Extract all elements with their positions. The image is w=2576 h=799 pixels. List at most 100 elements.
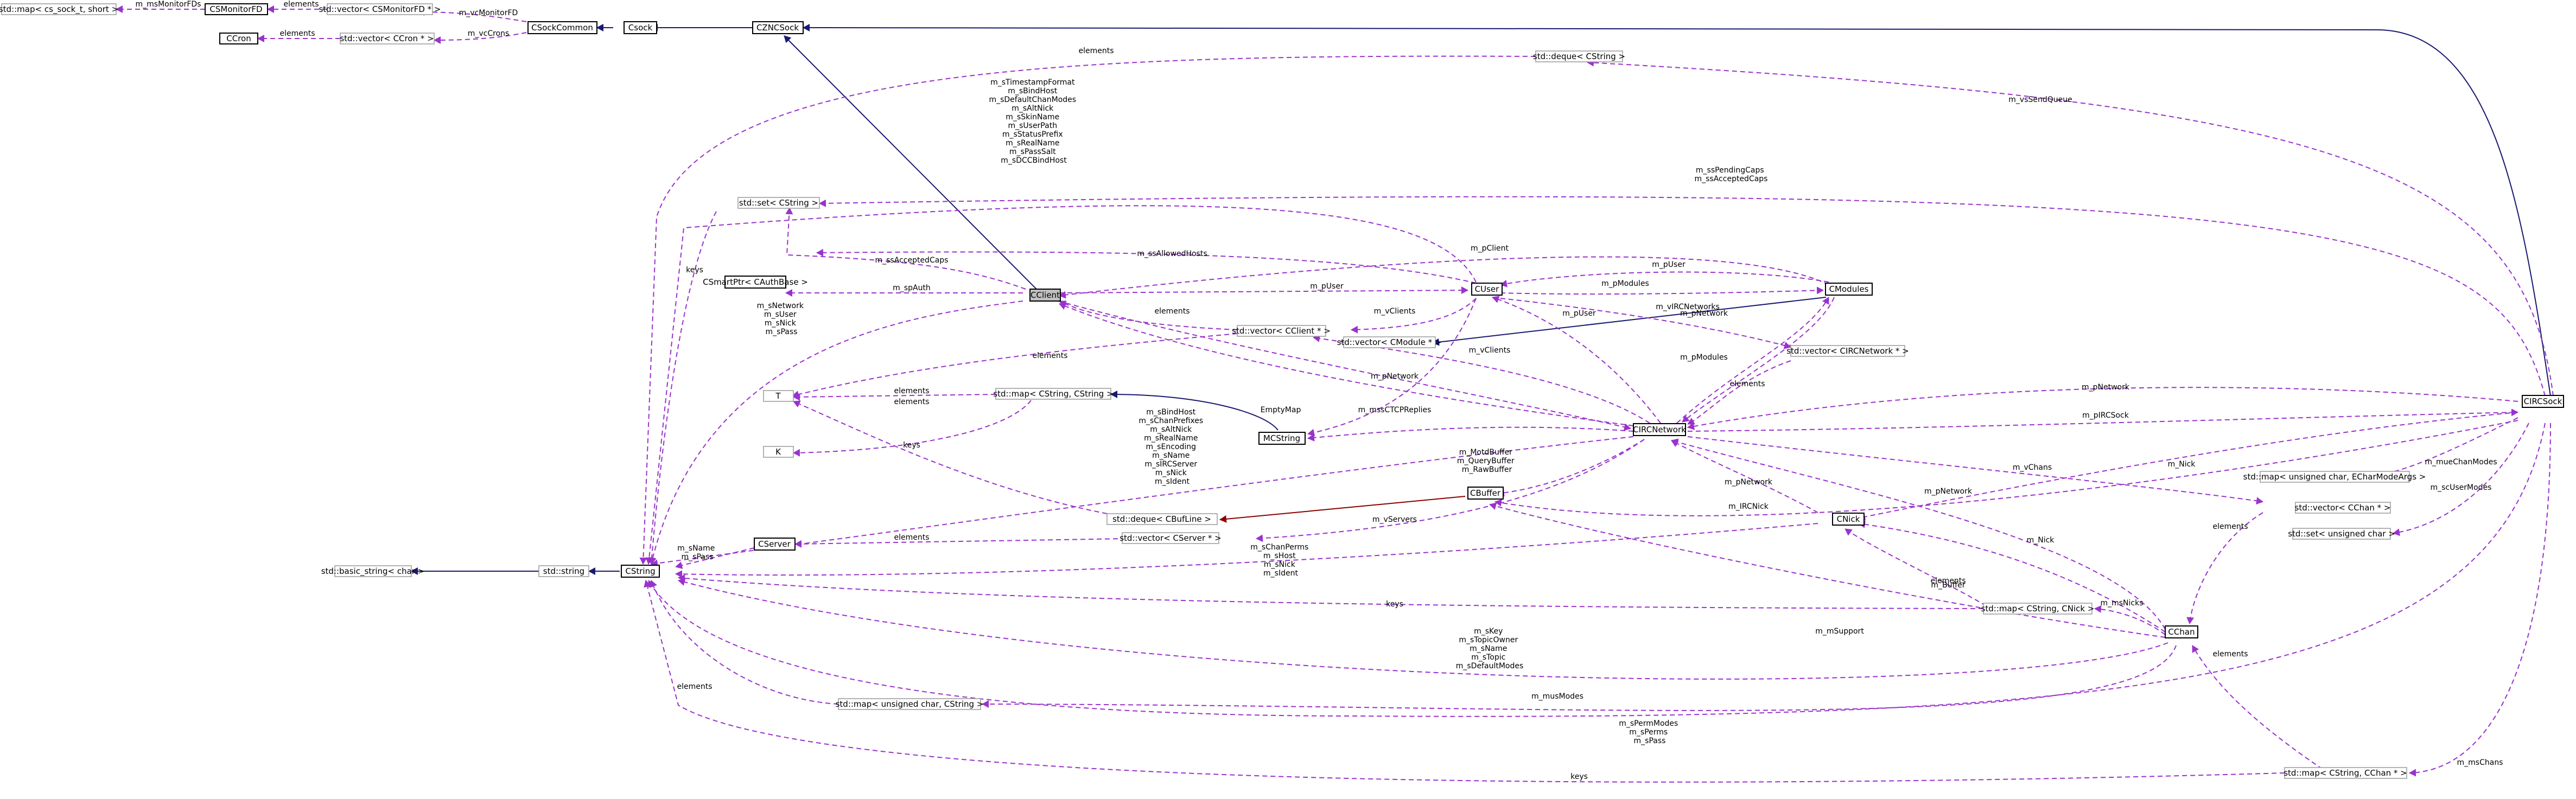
- edge-network-circsock: [1687, 408, 2518, 432]
- node-deque-cbufline[interactable]: std::deque< CBufLine >: [1106, 513, 1218, 525]
- label-vIRCNetworks: m_vIRCNetworks: [1656, 303, 1720, 311]
- node-map-cstring-cstring[interactable]: std::map< CString, CString >: [993, 388, 1114, 400]
- label-elements-4: elements: [1729, 380, 1765, 388]
- svg-text:std::vector< CModule * >: std::vector< CModule * >: [1337, 337, 1442, 347]
- svg-text:CZNCSock: CZNCSock: [756, 23, 799, 33]
- node-csmonitorfd[interactable]: CSMonitorFD: [205, 3, 268, 15]
- edge-cchan-network: [1671, 438, 2166, 630]
- edge-map-K: [793, 400, 1032, 457]
- label-pNetwork-4: m_pNetwork: [1725, 478, 1773, 487]
- label-pModules-1: m_pModules: [1601, 279, 1649, 288]
- node-T[interactable]: T: [763, 390, 794, 402]
- edge-circsock-cbuffer: [1494, 420, 2518, 516]
- edge-cuser-setcstring: [816, 248, 1477, 284]
- node-std-string[interactable]: std::string: [538, 565, 589, 577]
- label-elements-5: elements: [1032, 351, 1067, 360]
- node-K[interactable]: K: [763, 446, 794, 458]
- node-vec-cmodule[interactable]: std::vector< CModule * >: [1337, 336, 1442, 348]
- edge-mapchan-cstring: [644, 580, 2285, 783]
- label-IRCNick: m_IRCNick: [1728, 502, 1769, 511]
- node-cmodules[interactable]: CModules: [1825, 283, 1873, 296]
- node-ccron[interactable]: CCron: [219, 33, 258, 44]
- node-deque-cstring[interactable]: std::deque< CString >: [1533, 50, 1625, 62]
- label-csock-block: m_sTimestampFormat m_sBindHost m_sDefaul…: [989, 78, 1078, 165]
- edge-network-mcstring: [1307, 426, 1634, 442]
- label-keys-3: keys: [1386, 600, 1403, 609]
- svg-text:CBuffer: CBuffer: [1470, 488, 1501, 498]
- node-map-uchar-echarmode[interactable]: std::map< unsigned char, ECharModeArgs >: [2243, 471, 2426, 483]
- label-Nick: m_Nick: [2168, 460, 2196, 469]
- node-mcstring[interactable]: MCString: [1258, 432, 1306, 445]
- label-elements-7: elements: [894, 398, 929, 406]
- edge-network-cbuffer: [1497, 439, 1645, 497]
- node-vec-csmonitorfd[interactable]: std::vector< CSMonitorFD * >: [319, 3, 441, 15]
- svg-text:std::vector< CChan * >: std::vector< CChan * >: [2295, 503, 2391, 513]
- svg-text:std::map< CString, CChan * >: std::map< CString, CChan * >: [2284, 768, 2407, 778]
- svg-text:CServer: CServer: [758, 539, 791, 549]
- node-csock[interactable]: Csock: [624, 21, 657, 34]
- label-mueChanModes: m_mueChanModes: [2425, 458, 2497, 466]
- node-cbuffer[interactable]: CBuffer: [1467, 487, 1504, 500]
- node-map-uchar-cstring[interactable]: std::map< unsigned char, CString >: [836, 698, 984, 710]
- label-Buffer: m_Buffer: [1931, 581, 1965, 590]
- node-circnetwork[interactable]: CIRCNetwork: [1633, 423, 1686, 436]
- node-cnick[interactable]: CNick: [1832, 513, 1865, 526]
- node-csmartptr[interactable]: CSmartPtr< CAuthBase >: [703, 276, 808, 289]
- edge-network-cstring: [651, 436, 1634, 567]
- label-msNicks: m_msNicks: [2100, 599, 2143, 608]
- label-vServers: m_vServers: [1372, 515, 1417, 524]
- edge-circsock-network: [1687, 387, 2518, 430]
- label-pUser-1: m_pUser: [1652, 260, 1685, 269]
- label-vClients-2: m_vClients: [1469, 346, 1511, 355]
- label-spAuth: m_spAuth: [893, 284, 931, 292]
- label-pClient: m_pClient: [1471, 244, 1509, 253]
- node-set-cstring[interactable]: std::set< CString >: [737, 197, 820, 209]
- edge-cclient-setcstring: [785, 207, 1026, 290]
- label-vcCrons: m_vcCrons: [468, 29, 510, 38]
- label-pIRCSock: m_pIRCSock: [2082, 411, 2129, 420]
- node-vec-cserver[interactable]: std::vector< CServer * >: [1120, 532, 1222, 544]
- node-map-cs-sock[interactable]: std::map< cs_sock_t, short >: [0, 3, 118, 15]
- node-circsock[interactable]: CIRCSock: [2522, 395, 2564, 408]
- label-vChans: m_vChans: [2013, 463, 2052, 472]
- node-set-uchar[interactable]: std::set< unsigned char >: [2288, 528, 2395, 540]
- label-EmptyMap: EmptyMap: [1261, 406, 1301, 414]
- label-elements-8: elements: [2212, 522, 2248, 531]
- label-msMonitorFDs: m_msMonitorFDs: [136, 0, 201, 9]
- node-cclient[interactable]: CClient: [1029, 289, 1061, 302]
- node-cserver[interactable]: CServer: [754, 538, 796, 551]
- edge-cchan-cbuffer: [1489, 502, 2166, 638]
- svg-text:CIRCSock: CIRCSock: [2524, 397, 2562, 406]
- edge-cuser-cmodules: [1500, 286, 1824, 295]
- label-pNetwork-3: m_pNetwork: [2082, 383, 2130, 392]
- label-elements-10: elements: [1930, 577, 1966, 585]
- node-cuser[interactable]: CUser: [1471, 283, 1503, 296]
- node-map-cstring-cnick[interactable]: std::map< CString, CNick >: [1981, 603, 2095, 615]
- edge-vecchan-cchan: [2186, 512, 2263, 624]
- edge-cbuffer-to-dequebufline: [1219, 496, 1466, 523]
- node-cznc-sock[interactable]: CZNCSock: [752, 21, 804, 34]
- svg-text:std::vector< CServer * >: std::vector< CServer * >: [1120, 533, 1222, 543]
- edge-mapuchar-cstring: [650, 580, 839, 705]
- node-vec-cchan[interactable]: std::vector< CChan * >: [2295, 502, 2391, 514]
- label-buffer-block: m_MotdBuffer m_QueryBuffer m_RawBuffer: [1457, 448, 1517, 474]
- label-ircsock-block: m_sPermModes m_sPerms m_sPass: [1619, 719, 1681, 745]
- node-vec-cclient[interactable]: std::vector< CClient * >: [1232, 325, 1331, 337]
- edge-mapnick-cstring: [678, 574, 1984, 609]
- edge-cclient-cuser: [1059, 286, 1468, 295]
- node-cstring[interactable]: CString: [621, 565, 660, 578]
- node-vec-circnetwork[interactable]: std::vector< CIRCNetwork * >: [1786, 345, 1909, 357]
- node-basic-string[interactable]: std::basic_string< char >: [321, 565, 425, 577]
- label-pNetwork-2: m_pNetwork: [1371, 372, 1419, 381]
- edge-circsock-mapmodes: [2371, 417, 2518, 480]
- node-map-cstring-cchan[interactable]: std::map< CString, CChan * >: [2284, 767, 2407, 779]
- label-mssCTCPReplies: m_mssCTCPReplies: [1358, 406, 1432, 414]
- label-elements-11: elements: [677, 682, 712, 691]
- node-vec-ccron[interactable]: std::vector< CCron * >: [340, 33, 435, 44]
- label-keys-4: keys: [1570, 772, 1588, 781]
- node-cchan[interactable]: CChan: [2165, 625, 2198, 638]
- node-csockcommon[interactable]: CSockCommon: [527, 21, 597, 34]
- svg-text:std::deque< CBufLine >: std::deque< CBufLine >: [1112, 514, 1211, 524]
- svg-text:CModules: CModules: [1829, 284, 1869, 294]
- svg-text:std::deque< CString >: std::deque< CString >: [1533, 52, 1625, 61]
